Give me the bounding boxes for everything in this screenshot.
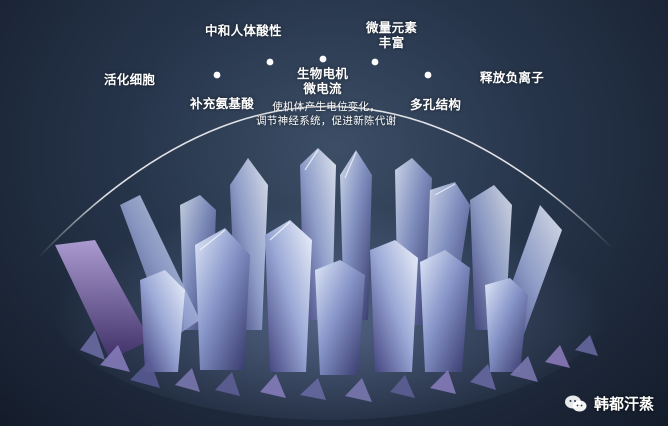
watermark: 韩都汗蒸 [564,393,654,414]
label-activate-cells: 活化细胞 [104,72,156,87]
arc-dot-5 [424,71,432,79]
arc-dot-3 [319,55,327,63]
arc-dot-4 [371,58,379,66]
label-porous: 多孔结构 [410,97,462,112]
label-supplement-amino: 补充氨基酸 [190,96,255,111]
label-bioelectric: 生物电机 微电流 [297,66,348,96]
label-bioelectric-line1: 生物电机 [297,66,349,81]
label-regulate: 使机体产生电位变化， 调节神经系统，促进新陈代谢 [256,100,396,128]
watermark-text: 韩都汗蒸 [593,395,654,413]
label-neutralize-acid: 中和人体酸性 [205,23,282,38]
wechat-icon [564,395,587,411]
label-anion: 释放负离子 [480,70,545,85]
arc-dot-1 [213,71,221,79]
label-bioelectric-line2: 微电流 [303,81,342,96]
label-regulate-line2: 调节神经系统，促进新陈代谢 [256,115,397,127]
label-trace-line1: 微量元素 [366,20,418,35]
label-regulate-line1: 使机体产生电位变化， [272,101,381,113]
arc-dot-2 [266,58,274,66]
label-trace-elements: 微量元素 丰富 [366,20,417,50]
label-trace-line2: 丰富 [378,35,405,50]
